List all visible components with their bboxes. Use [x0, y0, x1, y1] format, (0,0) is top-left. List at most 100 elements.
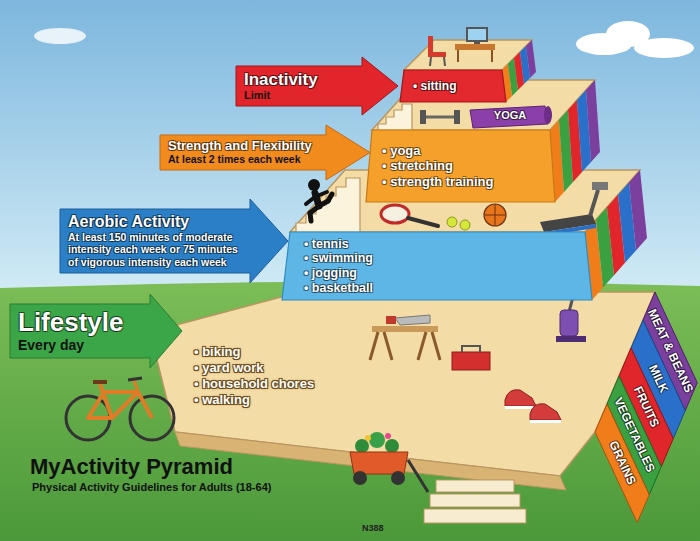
- sawhorse: [370, 332, 378, 360]
- aerobic-arrow: Aerobic ActivityAt least 150 minutes of …: [60, 199, 288, 283]
- garden-wagon: [355, 439, 369, 453]
- food-group-band: GRAINS: [595, 404, 649, 523]
- garden-wagon: [385, 433, 391, 439]
- title: MyActivity Pyramid: [30, 454, 233, 480]
- tier-text-area: • tennis• swimming• jogging• basketball: [282, 232, 592, 300]
- garden-wagon: [385, 439, 399, 453]
- sneakers: [530, 420, 561, 423]
- office-furniture: [444, 57, 445, 66]
- garden-wagon: [391, 471, 405, 485]
- office-furniture: [428, 36, 433, 55]
- arrow-text-area: LifestyleEvery day: [10, 304, 150, 358]
- activity-item: • sitting: [413, 79, 496, 93]
- activity-item: • basketball: [304, 281, 582, 296]
- mat-label-holder: YOGA: [478, 108, 542, 122]
- tier-text-area: • sitting: [400, 70, 506, 102]
- yoga-mat: [544, 106, 552, 124]
- arrow-shape: [160, 125, 370, 180]
- front-stairs: [436, 480, 514, 492]
- toolbox: [462, 346, 480, 352]
- caption-holder: Physical Activity Guidelines for Adults …: [32, 481, 271, 494]
- tennis-balls: [460, 220, 470, 230]
- climbing-figure: [308, 179, 320, 191]
- tennis-racket: [381, 205, 409, 223]
- tennis-racket: [381, 205, 438, 226]
- office-furniture: [430, 57, 431, 66]
- garden-wagon: [369, 432, 385, 448]
- arrow-note: Every day: [18, 337, 144, 354]
- toolbox: [452, 352, 490, 370]
- arrow-shape: [10, 294, 182, 368]
- activity-item: • yoga: [382, 143, 545, 158]
- office-furniture: [468, 29, 486, 40]
- arrow-shape: [236, 57, 398, 115]
- vacuum-cleaner: [556, 336, 586, 342]
- front-stairs: [424, 509, 526, 523]
- front-stairs: [430, 494, 520, 507]
- code-label-holder: N388: [362, 523, 402, 535]
- front-stairs: [424, 480, 526, 523]
- dumbbells: [454, 110, 460, 124]
- office-furniture: [428, 27, 495, 66]
- tennis-balls: [447, 217, 470, 230]
- vacuum-cleaner: [560, 310, 578, 336]
- tennis-balls: [447, 217, 457, 227]
- bicycle: [138, 392, 152, 418]
- treadmill: [590, 190, 598, 216]
- arrow-heading: Lifestyle: [18, 308, 144, 337]
- activity-item: • household chores: [194, 376, 340, 392]
- basketball: [495, 204, 496, 226]
- sawhorse: [370, 315, 440, 360]
- office-furniture: [466, 27, 488, 42]
- activity-item: • strength training: [382, 174, 545, 189]
- arrow-shape: [60, 199, 288, 283]
- garden-wagon: [408, 460, 428, 492]
- bicycle: [66, 378, 174, 440]
- strength-arrow: Strength and FlexibilityAt least 2 times…: [160, 125, 370, 180]
- garden-wagon: [353, 471, 367, 485]
- aerobic-tier: [629, 170, 647, 250]
- bicycle: [93, 380, 107, 384]
- stair-flight: [378, 104, 412, 130]
- inactivity-tier: [526, 40, 536, 78]
- bicycle: [128, 378, 142, 380]
- basketball: [484, 204, 506, 226]
- arrow-heading: Strength and Flexibility: [168, 139, 320, 154]
- code-label: N388: [362, 523, 402, 535]
- ground: [0, 281, 700, 541]
- inactivity-tier-front: • sitting: [400, 70, 506, 102]
- basketball: [484, 204, 506, 226]
- sawhorse: [418, 332, 426, 360]
- activity-item: • swimming: [304, 251, 582, 266]
- arrow-text-area: InactivityLimit: [236, 66, 362, 106]
- sneakers: [505, 406, 536, 409]
- climbing-figure: [306, 179, 332, 221]
- cloud: [34, 21, 694, 58]
- activity-item: • stretching: [382, 158, 545, 173]
- office-furniture: [491, 50, 493, 62]
- sawhorse: [395, 315, 430, 325]
- food-group-band: [595, 404, 649, 523]
- sawhorse: [432, 332, 440, 360]
- lifestyle-tier-text: • biking• yard work• household chores• w…: [192, 342, 342, 410]
- title-holder: MyActivity Pyramid: [30, 454, 233, 480]
- mat-label: YOGA: [478, 108, 542, 122]
- office-furniture: [457, 50, 459, 62]
- tier-front-face: [366, 130, 555, 202]
- lifestyle-arrow: LifestyleEvery day: [10, 294, 182, 368]
- garden-wagon: [350, 452, 408, 474]
- stair-flight: [296, 178, 360, 232]
- dumbbells: [420, 110, 460, 124]
- tier-front-face: [400, 70, 506, 102]
- activity-item: • walking: [194, 392, 340, 408]
- sneakers: [530, 404, 561, 420]
- arrow-note: At least 2 times each week: [168, 153, 320, 165]
- strength-tier: [586, 80, 600, 162]
- yoga-mat: [470, 106, 548, 128]
- tier-front-face: [282, 232, 592, 300]
- sneakers: [505, 390, 536, 406]
- cloud: [34, 28, 86, 44]
- arrow-text-area: Strength and FlexibilityAt least 2 times…: [160, 135, 326, 170]
- activity-item: • yard work: [194, 360, 340, 376]
